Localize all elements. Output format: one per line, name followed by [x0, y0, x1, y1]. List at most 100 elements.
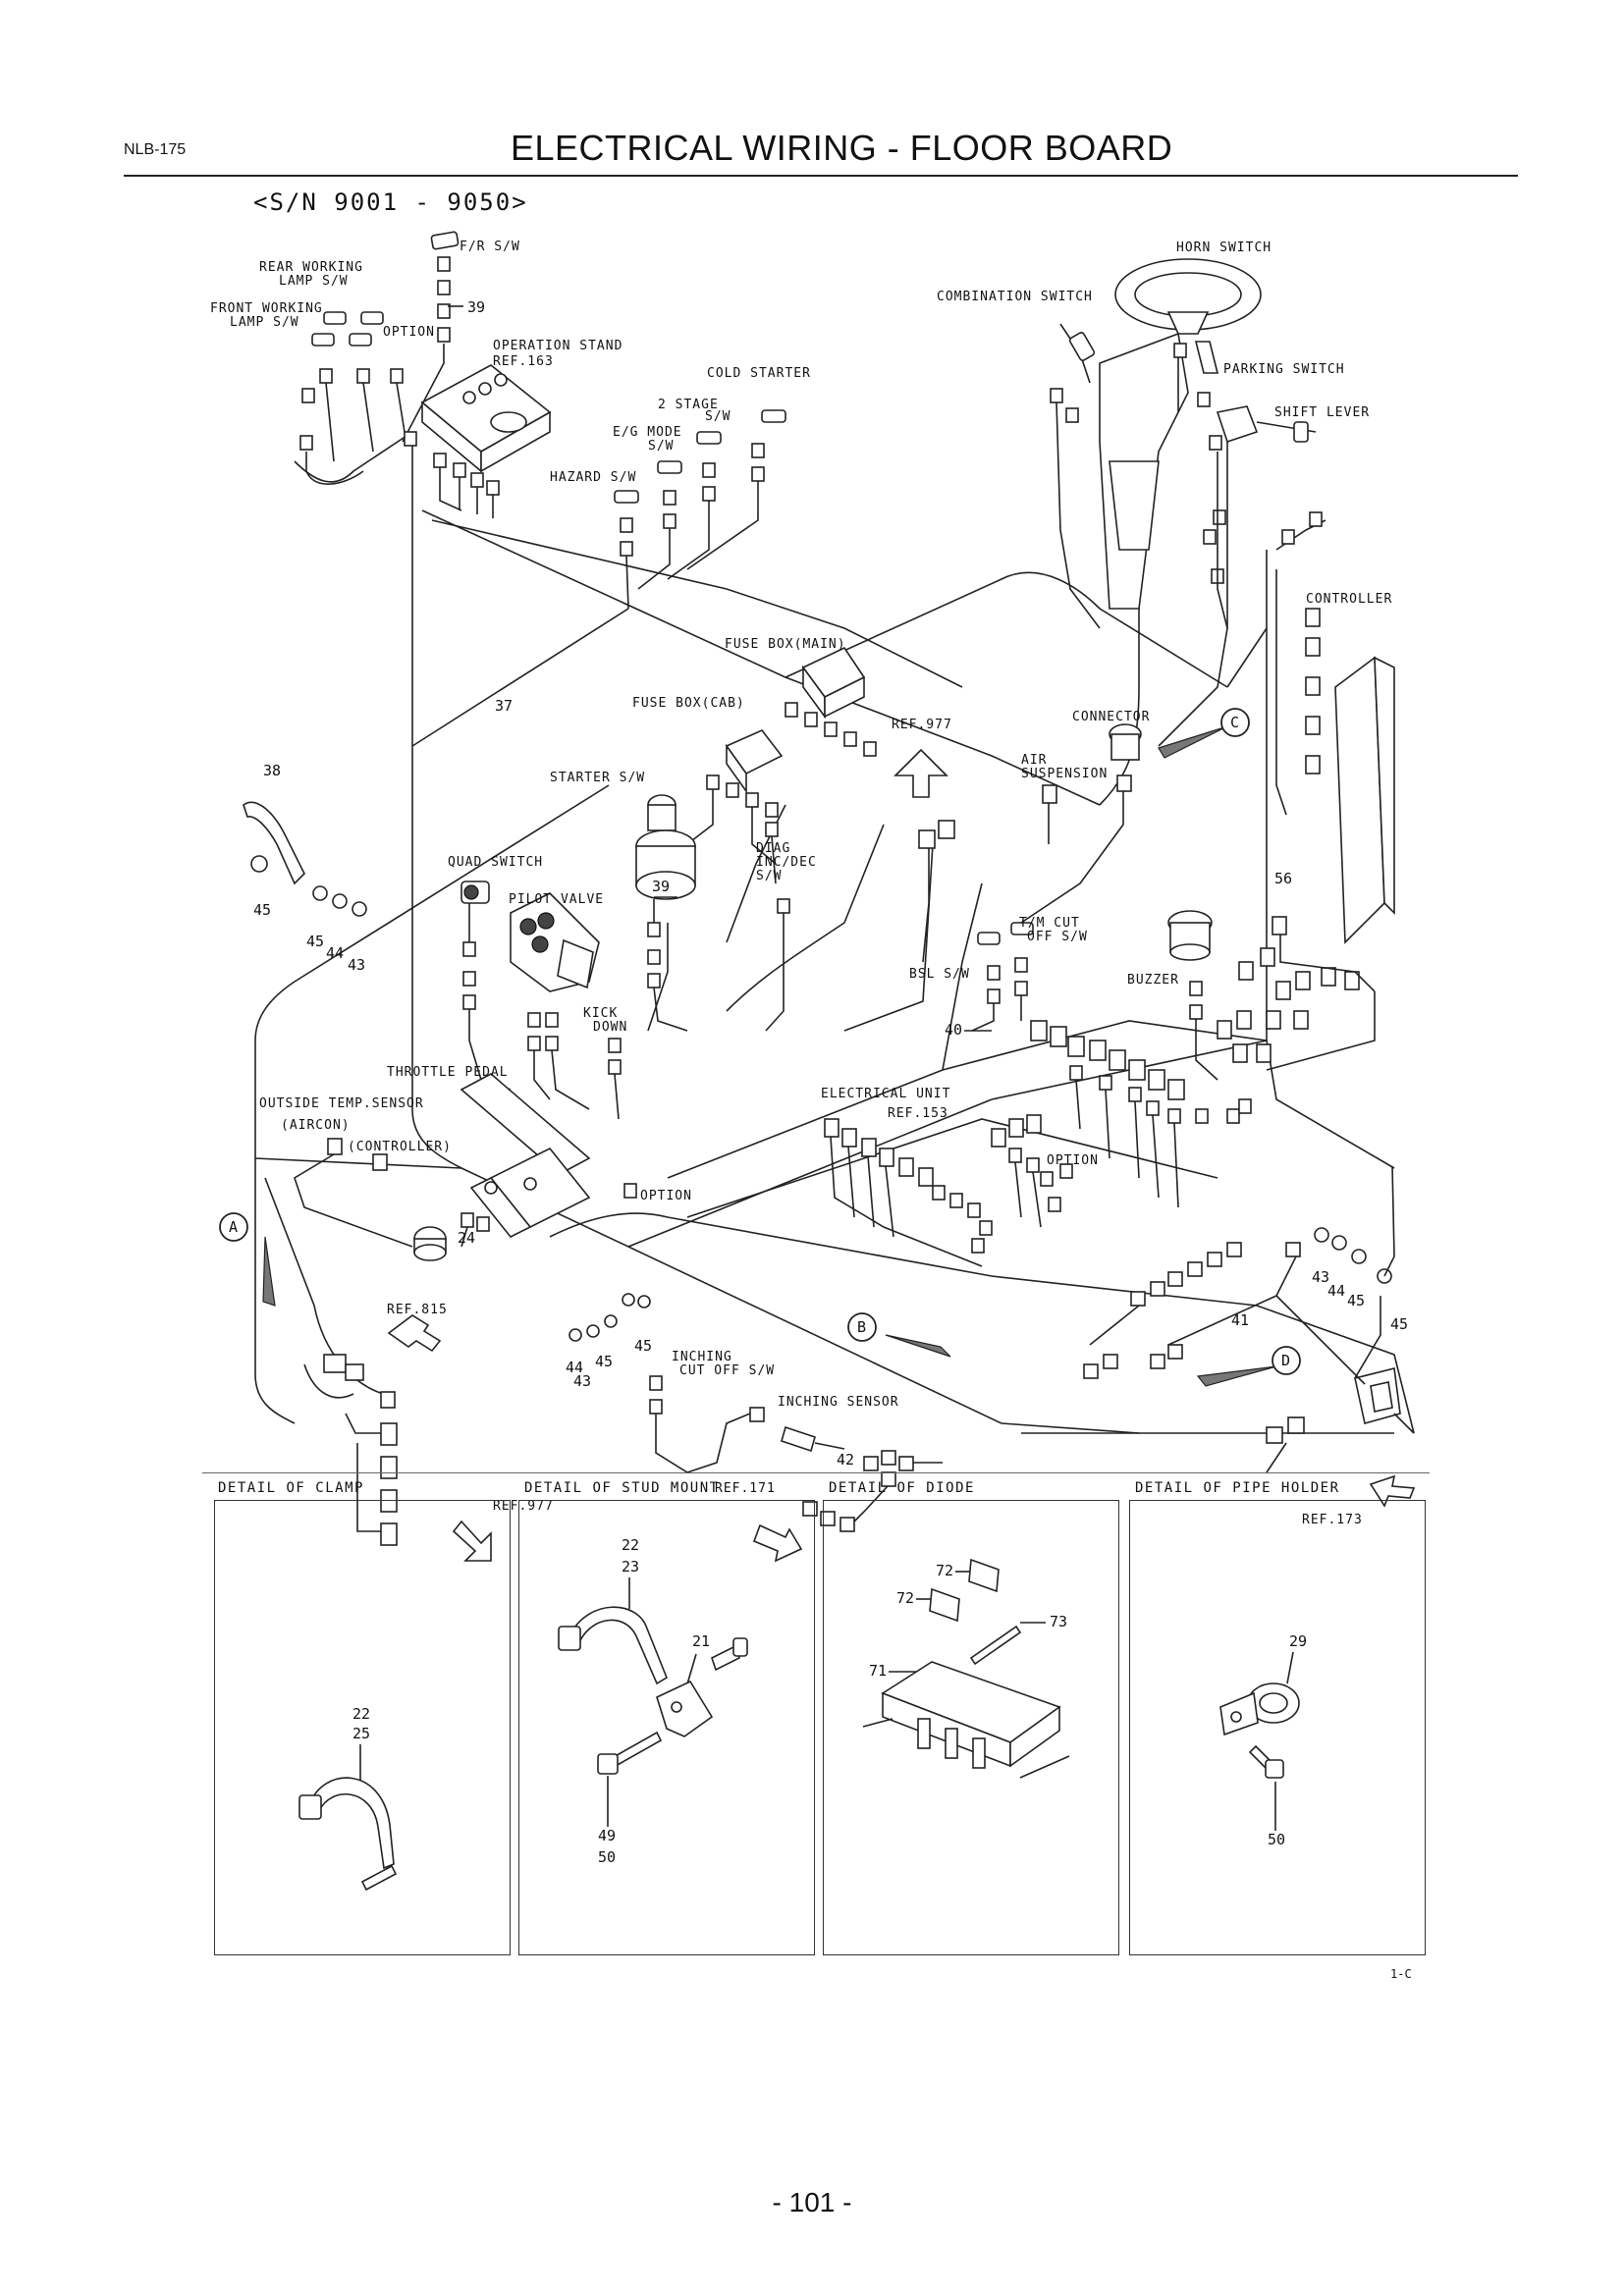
- callout-a-letter: A: [229, 1218, 238, 1236]
- num-43-left: 43: [348, 956, 365, 974]
- left-lower-connectors: [303, 1354, 398, 1546]
- label-electrical-unit-2: REF.153: [888, 1106, 948, 1121]
- num-45-left-a: 45: [253, 901, 271, 919]
- detail-stud-mount-label: DETAIL OF STUD MOUNT: [524, 1480, 720, 1496]
- part-number-callouts: 39 37 38 45 45 44 43 39 56 40 24 45 44 4…: [253, 298, 1408, 1468]
- label-throttle-pedal: THROTTLE PEDAL: [387, 1065, 509, 1080]
- callout-a-circle: [219, 1212, 248, 1242]
- electrical-unit-lower: [824, 1114, 1073, 1267]
- label-air-suspension-2: SUSPENSION: [1021, 767, 1108, 781]
- detail-stud-num-50: 50: [598, 1848, 616, 1866]
- tm-cut-bsl-buzzer: [971, 910, 1218, 1081]
- label-starter-sw: STARTER S/W: [550, 771, 645, 785]
- label-air-suspension-1: AIR: [1021, 753, 1047, 768]
- detail-clamp-label: DETAIL OF CLAMP: [218, 1480, 364, 1496]
- detail-clamp-num-22: 22: [352, 1705, 370, 1723]
- detail-pipe-holder-box: 29 50: [1129, 1500, 1426, 1955]
- label-tm-cut-2: OFF S/W: [1027, 930, 1088, 944]
- fuse-boxes: [686, 646, 877, 884]
- label-shift-lever: SHIFT LEVER: [1274, 405, 1370, 420]
- outside-temp-sensor: [294, 1138, 413, 1248]
- clamp-24: [413, 1226, 447, 1261]
- label-rear-working-2: LAMP S/W: [279, 274, 349, 289]
- num-45-inching-b: 45: [595, 1353, 613, 1370]
- label-eg-mode-1: E/G MODE: [613, 425, 682, 440]
- label-front-working-2: LAMP S/W: [230, 315, 299, 330]
- detail-stud-num-23: 23: [622, 1558, 639, 1575]
- center-top-switches: [614, 409, 786, 610]
- detail-diode-num-71: 71: [869, 1662, 887, 1680]
- label-ref-977-top: REF.977: [892, 718, 952, 732]
- num-44-inching: 44: [566, 1359, 583, 1376]
- controller-unit: [1275, 511, 1395, 944]
- page-title: ELECTRICAL WIRING - FLOOR BOARD: [511, 128, 1173, 168]
- label-inching-cutoff-1: INCHING: [672, 1350, 732, 1364]
- label-2-stage-1: 2 STAGE: [658, 398, 719, 412]
- front-rear-lamp-switches: [299, 231, 460, 485]
- steering-column: [1050, 258, 1317, 629]
- operation-stand: [404, 364, 552, 518]
- num-41: 41: [1231, 1311, 1249, 1329]
- detail-pipe-num-29: 29: [1289, 1632, 1307, 1650]
- label-kick-down-1: KICK: [583, 1006, 618, 1021]
- label-combination-switch: COMBINATION SWITCH: [937, 290, 1093, 304]
- label-option-low: OPTION: [640, 1189, 692, 1203]
- ref171-connectors: [802, 1450, 943, 1532]
- num-37: 37: [495, 697, 513, 715]
- callout-d-circle: [1272, 1346, 1301, 1375]
- num-44-right: 44: [1327, 1282, 1345, 1300]
- detail-diode-num-72a: 72: [936, 1562, 953, 1579]
- detail-pipe-num-50: 50: [1268, 1831, 1285, 1848]
- detail-stud-num-49: 49: [598, 1827, 616, 1844]
- label-front-working-1: FRONT WORKING: [210, 301, 323, 316]
- num-43-inching: 43: [573, 1372, 591, 1390]
- callout-arrows: [219, 708, 1416, 1563]
- inching-cutoff-sensor: [568, 1293, 845, 1473]
- num-24: 24: [458, 1229, 475, 1247]
- detail-diode-drawing: 72 72 73 71: [862, 1558, 1070, 1779]
- connector-air-suspension: [918, 723, 1142, 963]
- label-operation-stand-2: REF.163: [493, 354, 554, 369]
- detail-stud-num-22: 22: [622, 1536, 639, 1554]
- label-fuse-box-cab: FUSE BOX(CAB): [632, 696, 745, 711]
- detail-diode-box: 72 72 73 71: [823, 1500, 1119, 1955]
- label-option-top: OPTION: [383, 325, 435, 340]
- label-cold-starter: COLD STARTER: [707, 366, 811, 381]
- label-diag-2: INC/DEC: [756, 855, 817, 870]
- callout-c-circle: [1220, 708, 1250, 737]
- harness-wires: [254, 422, 1415, 1434]
- label-ref-171: REF.171: [715, 1481, 776, 1496]
- label-controller-small: (CONTROLLER): [348, 1140, 452, 1154]
- callout-c-letter: C: [1230, 714, 1239, 731]
- detail-pipe-holder-label: DETAIL OF PIPE HOLDER: [1135, 1480, 1340, 1496]
- left-clamp-38: [243, 801, 367, 917]
- label-eg-mode-2: S/W: [648, 439, 674, 454]
- label-hazard-sw: HAZARD S/W: [550, 470, 636, 485]
- num-38: 38: [263, 762, 281, 779]
- label-bsl-sw: BSL S/W: [909, 967, 970, 982]
- label-diag-3: S/W: [756, 869, 782, 883]
- label-fuse-box-main: FUSE BOX(MAIN): [725, 637, 846, 652]
- quad-switch-pilot-valve: [460, 881, 622, 1120]
- right-relay-bank: [1217, 916, 1376, 1071]
- num-45-inching: 45: [634, 1337, 652, 1355]
- detail-pipe-holder-drawing: 29 50: [1219, 1632, 1307, 1848]
- label-parking-switch: PARKING SWITCH: [1223, 362, 1345, 377]
- detail-diode-label: DETAIL OF DIODE: [829, 1480, 975, 1496]
- label-outside-temp-2: (AIRCON): [281, 1118, 351, 1133]
- detail-clamp-drawing: 22 25: [298, 1705, 398, 1892]
- bottom-right-harness: [1083, 1165, 1415, 1473]
- callout-d-letter: D: [1281, 1352, 1290, 1369]
- label-quad-switch: QUAD SWITCH: [448, 855, 543, 870]
- label-operation-stand-1: OPERATION STAND: [493, 339, 623, 353]
- detail-stud-mount-drawing: 22 23 21 49 50: [558, 1536, 748, 1866]
- num-45-right-a: 45: [1347, 1292, 1365, 1309]
- label-buzzer: BUZZER: [1127, 973, 1179, 988]
- detail-stud-mount-box: 22 23 21 49 50: [518, 1500, 815, 1955]
- detail-clamp-box: 22 25: [214, 1500, 511, 1955]
- num-56: 56: [1274, 870, 1292, 887]
- detail-stud-num-21: 21: [692, 1632, 710, 1650]
- label-kick-down-2: DOWN: [593, 1020, 627, 1035]
